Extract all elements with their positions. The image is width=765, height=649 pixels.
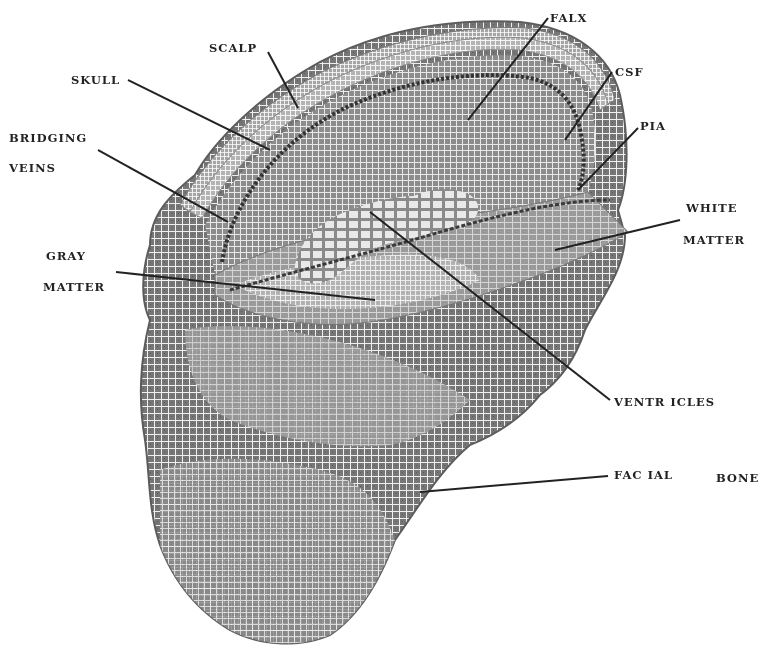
- label-white-matter-line1: WHITE: [686, 203, 737, 215]
- label-bridging-veins-line2: VEINS: [9, 163, 56, 175]
- label-pia: PIA: [640, 121, 666, 133]
- label-gray-matter-line1: GRAY: [46, 251, 86, 263]
- label-facial: FAC IAL: [614, 470, 673, 482]
- facial-bone-leader: [420, 476, 608, 492]
- label-bridging-veins-line1: BRIDGING: [9, 133, 87, 145]
- label-gray-matter-line2: MATTER: [43, 282, 105, 294]
- label-bone: BONE: [716, 473, 759, 485]
- label-falx: FALX: [550, 13, 587, 25]
- label-csf: CSF: [615, 67, 644, 79]
- label-scalp: SCALP: [209, 43, 257, 55]
- label-ventricles: VENTR ICLES: [614, 397, 715, 409]
- label-white-matter-line2: MATTER: [683, 235, 745, 247]
- label-skull: SKULL: [71, 75, 120, 87]
